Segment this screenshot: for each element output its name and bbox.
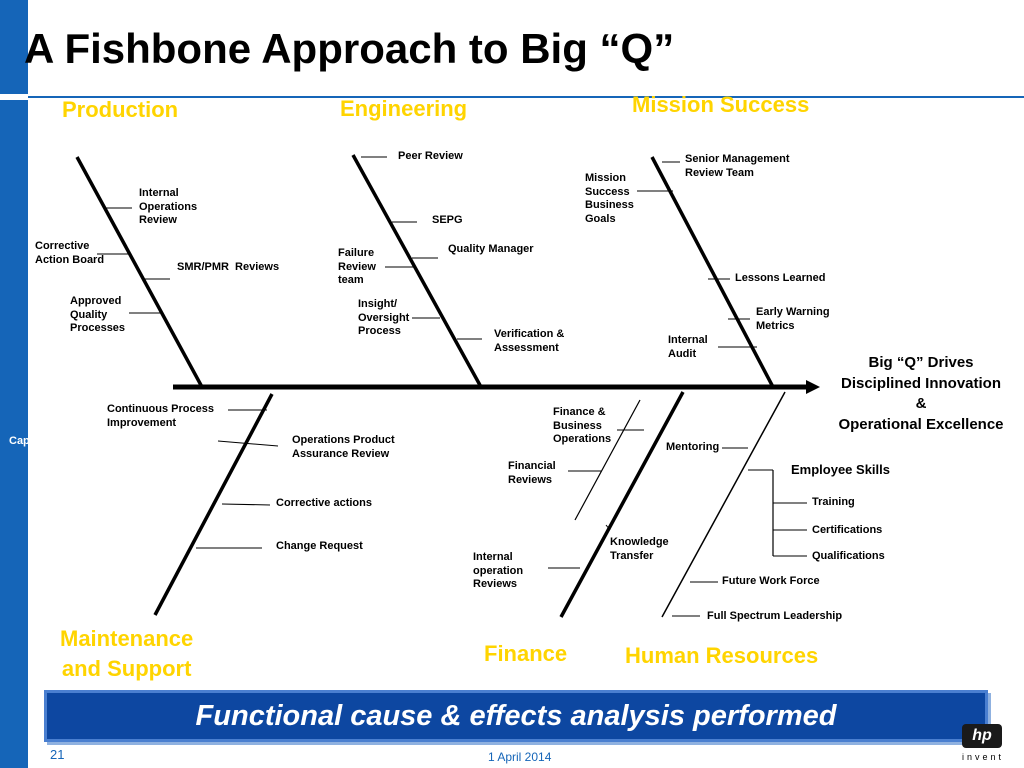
- category-human-resources: Human Resources: [625, 643, 819, 668]
- cause-finance-business-ops: Finance & Business Operations: [553, 406, 612, 445]
- cause-future-work-force: Future Work Force: [722, 575, 820, 587]
- category-production: Production: [62, 97, 179, 122]
- arrowhead-icon: [806, 380, 820, 394]
- rib-knowledge: [605, 524, 611, 531]
- cause-quality-manager: Quality Manager: [448, 243, 534, 255]
- category-finance: Finance: [484, 641, 568, 666]
- category-mission-success: Mission Success: [632, 92, 810, 117]
- cause-continuous-process: Continuous Process Improvement: [107, 403, 214, 429]
- effect-line-4: Operational Excellence: [838, 415, 1004, 433]
- cause-early-warning: Early Warning Metrics: [756, 306, 830, 332]
- side-label: Cap: [9, 435, 30, 447]
- cause-mission-success-goals: Mission Success Business Goals: [585, 172, 634, 225]
- logo-mark: hp: [962, 724, 1002, 748]
- hp-logo-icon: hp invent: [958, 722, 1006, 768]
- cause-approved-quality-processes: Approved Quality Processes: [70, 295, 126, 334]
- cause-failure-review-team: Failure Review team: [338, 247, 376, 286]
- category-maintenance: Maintenance and Support: [60, 626, 194, 681]
- summary-banner: Functional cause & effects analysis perf…: [44, 690, 988, 742]
- slide-date: 1 April 2014: [488, 750, 552, 764]
- effect-line-1: Big “Q” Drives: [868, 354, 974, 371]
- cause-full-spectrum: Full Spectrum Leadership: [707, 610, 843, 622]
- effect-line-3: &: [915, 395, 927, 412]
- cause-internal-operation-reviews: Internal operation Reviews: [473, 551, 524, 590]
- cause-operations-product: Operations Product Assurance Review: [292, 434, 395, 460]
- cause-knowledge-transfer: Knowledge Transfer: [610, 536, 669, 562]
- cause-certifications: Certifications: [812, 524, 883, 536]
- cause-internal-audit: Internal Audit: [668, 334, 708, 360]
- bone-mission-success: [650, 156, 775, 388]
- category-engineering: Engineering: [340, 96, 468, 121]
- cause-lessons-learned: Lessons Learned: [735, 272, 826, 284]
- cause-insight-oversight: Insight/ Oversight Process: [358, 298, 410, 337]
- cause-change-request: Change Request: [276, 540, 363, 552]
- effect-statement: Big “Q” Drives Disciplined Innovation & …: [826, 353, 1016, 435]
- bone-maintenance: [153, 393, 274, 616]
- effect-line-2: Disciplined Innovation: [840, 374, 1001, 392]
- page-title: A Fishbone Approach to Big “Q”: [24, 25, 675, 72]
- cause-smr-pmr-reviews: SMR/PMR Reviews: [177, 261, 280, 273]
- bone-finance: [559, 391, 685, 618]
- bone-engineering: [351, 154, 483, 388]
- logo-word: invent: [961, 752, 1005, 762]
- cause-senior-management: Senior Management Review Team: [685, 153, 790, 179]
- bone-finance-sub: [574, 399, 641, 521]
- cause-financial-reviews: Financial Reviews: [508, 460, 556, 486]
- title-divider: [28, 96, 1024, 98]
- cause-sepg: SEPG: [432, 214, 463, 226]
- cause-internal-operations-review: Internal Operations Review: [139, 187, 198, 226]
- cause-peer-review: Peer Review: [398, 150, 463, 162]
- rib-corrective-actions: [221, 503, 271, 506]
- cause-corrective-actions: Corrective actions: [276, 497, 372, 509]
- left-bar-gap: [0, 94, 28, 100]
- left-accent-bar: Cap: [0, 0, 30, 768]
- bone-production: [75, 156, 204, 388]
- slide-number: 21: [50, 747, 65, 762]
- cause-corrective-action-board: Corrective Action Board: [35, 240, 105, 266]
- banner-text: Functional cause & effects analysis perf…: [195, 700, 837, 732]
- rib-ops-product: [217, 440, 279, 447]
- cause-verification-assessment: Verification & Assessment: [494, 328, 565, 354]
- bone-human-resources: [661, 391, 786, 618]
- cause-employee-skills: Employee Skills: [791, 462, 890, 477]
- cause-qualifications: Qualifications: [812, 550, 885, 562]
- cause-training: Training: [812, 496, 855, 508]
- cause-mentoring: Mentoring: [666, 441, 720, 453]
